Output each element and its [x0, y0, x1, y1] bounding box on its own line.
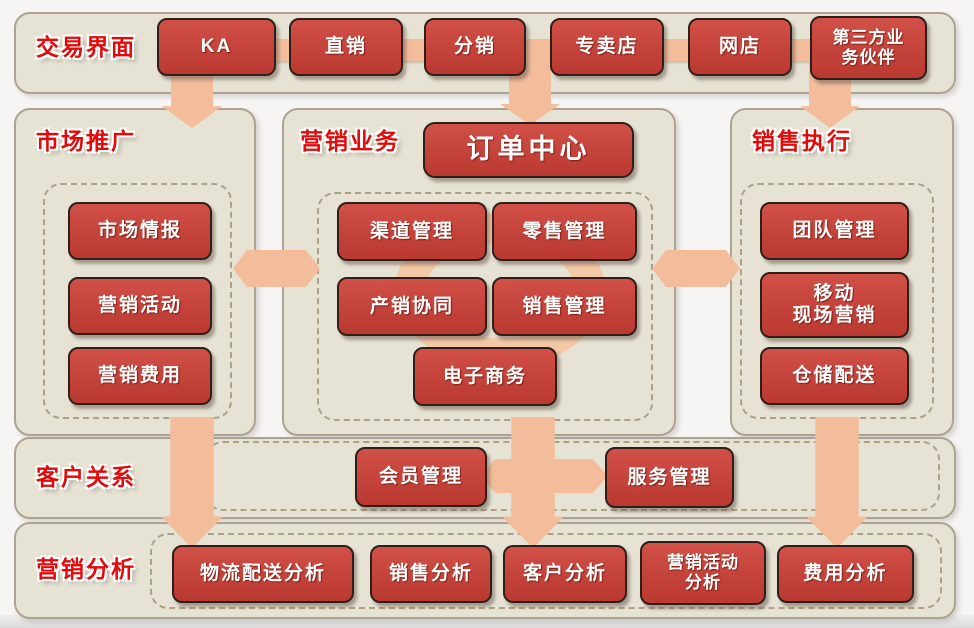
node-marketing-activity-analysis: 营销活动 分析: [640, 541, 766, 605]
node-service-management: 服务管理: [605, 447, 734, 508]
node-online-store: 网店: [688, 18, 792, 76]
node-retail-management: 零售管理: [492, 202, 637, 261]
node-sales-management: 销售管理: [492, 277, 637, 336]
arrow-down-market-to-analysis: [161, 417, 223, 548]
section-label-trade-ui: 交易界面: [36, 34, 136, 60]
node-logistics-delivery-analysis: 物流配送分析: [172, 545, 354, 603]
node-member-management: 会员管理: [355, 447, 487, 507]
node-customer-analysis: 客户分析: [503, 545, 627, 603]
node-market-intelligence: 市场情报: [68, 202, 212, 260]
dashed-box-business: [317, 192, 653, 421]
node-third-party-partner: 第三方业 务伙伴: [810, 16, 927, 80]
node-team-management: 团队管理: [760, 202, 909, 260]
node-channel-management: 渠道管理: [337, 202, 487, 261]
node-mobile-field-marketing: 移动 现场营销: [760, 272, 909, 338]
node-marketing-activity: 营销活动: [68, 277, 212, 335]
section-label-marketing-analysis: 营销分析: [36, 556, 136, 582]
arrow-market-business: [233, 250, 320, 287]
node-expense-analysis: 费用分析: [777, 545, 914, 603]
arrow-down-sales-to-analysis: [806, 417, 868, 548]
section-label-customer-relationship: 客户关系: [36, 464, 136, 490]
node-production-sales-coordination: 产销协同: [337, 277, 487, 336]
node-ka: KA: [157, 18, 276, 76]
node-sales-analysis: 销售分析: [370, 545, 492, 603]
arrow-down-business-to-analysis: [502, 417, 564, 548]
node-specialty-store: 专卖店: [550, 18, 664, 76]
node-e-commerce: 电子商务: [413, 347, 557, 406]
node-direct-sales: 直销: [289, 18, 403, 76]
section-label-sales-execution: 销售执行: [752, 128, 852, 154]
node-warehouse-delivery: 仓储配送: [760, 347, 909, 405]
node-order-center: 订单中心: [423, 122, 634, 178]
node-marketing-expense: 营销费用: [68, 347, 212, 405]
section-label-market-promotion: 市场推广: [36, 128, 136, 154]
section-label-marketing-business: 营销业务: [300, 128, 400, 154]
node-distribution: 分销: [424, 18, 526, 76]
dashed-box-market: [43, 183, 232, 419]
arrow-business-sales: [652, 250, 740, 287]
